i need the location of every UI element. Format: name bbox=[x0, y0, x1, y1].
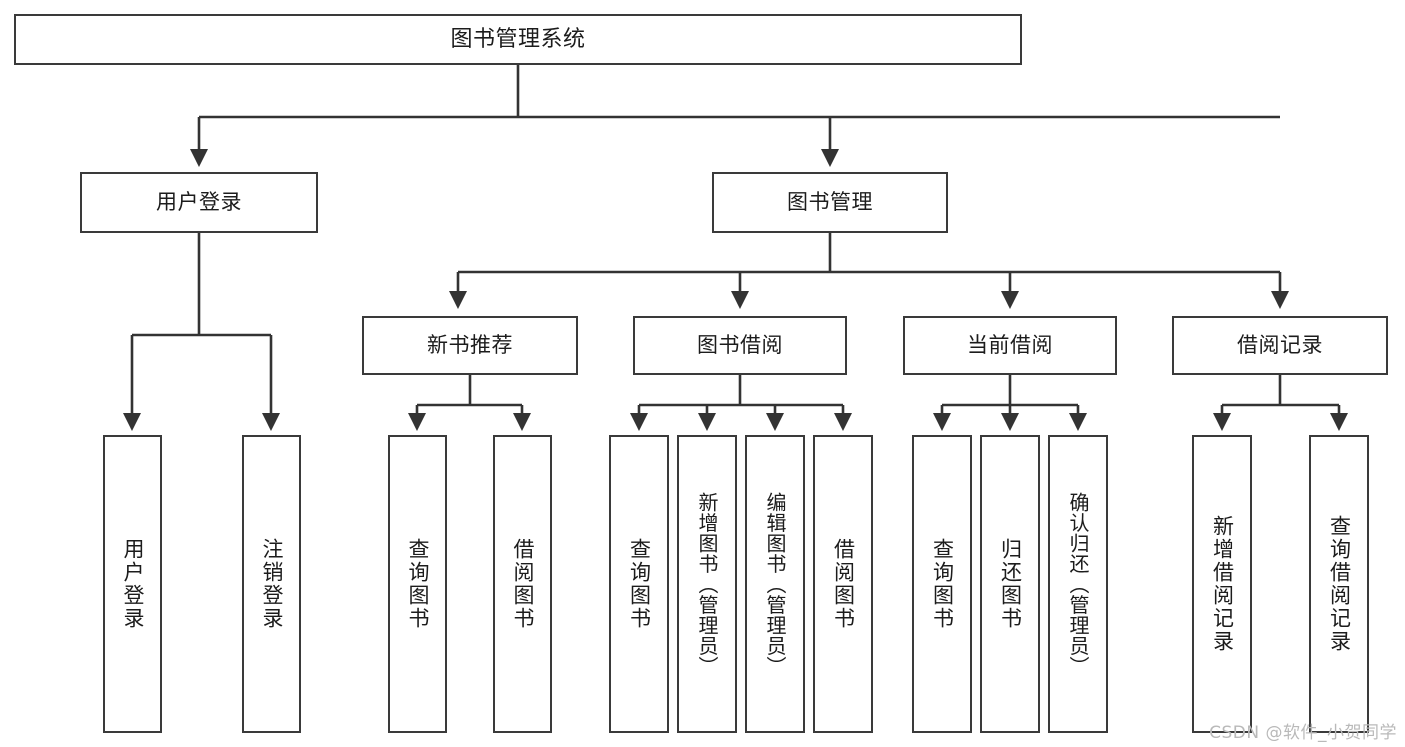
node-label: 用户登录 bbox=[156, 190, 242, 215]
node-label: 确认归还（管理员） bbox=[1066, 491, 1090, 677]
node-label: 新增图书（管理员） bbox=[695, 491, 719, 677]
node-label: 图书管理系统 bbox=[450, 26, 586, 52]
node-label: 借阅记录 bbox=[1237, 333, 1323, 358]
node-label: 新增借阅记录 bbox=[1210, 515, 1235, 653]
leaf-borrow-book[interactable]: 借阅图书 bbox=[813, 435, 873, 733]
node-label: 借阅图书 bbox=[831, 538, 856, 630]
leaf-edit-book-admin[interactable]: 编辑图书（管理员） bbox=[745, 435, 805, 733]
node-label: 注销登录 bbox=[260, 538, 284, 630]
node-user-login[interactable]: 用户登录 bbox=[80, 172, 318, 233]
node-root-system[interactable]: 图书管理系统 bbox=[14, 14, 1022, 65]
node-book-borrow[interactable]: 图书借阅 bbox=[633, 316, 847, 375]
node-label: 图书借阅 bbox=[697, 333, 783, 358]
node-label: 图书管理 bbox=[787, 190, 873, 215]
leaf-logout[interactable]: 注销登录 bbox=[242, 435, 301, 733]
node-label: 查询图书 bbox=[627, 538, 652, 630]
node-label: 新书推荐 bbox=[427, 333, 513, 358]
leaf-query-book-borrow[interactable]: 查询图书 bbox=[609, 435, 669, 733]
node-new-book-recommend[interactable]: 新书推荐 bbox=[362, 316, 578, 375]
node-label: 查询借阅记录 bbox=[1327, 515, 1352, 653]
leaf-borrow-book-new[interactable]: 借阅图书 bbox=[493, 435, 552, 733]
leaf-query-borrow-record[interactable]: 查询借阅记录 bbox=[1309, 435, 1369, 733]
node-current-borrow[interactable]: 当前借阅 bbox=[903, 316, 1117, 375]
leaf-query-book-new[interactable]: 查询图书 bbox=[388, 435, 447, 733]
node-book-management[interactable]: 图书管理 bbox=[712, 172, 948, 233]
node-label: 借阅图书 bbox=[511, 538, 535, 630]
leaf-query-book-current[interactable]: 查询图书 bbox=[912, 435, 972, 733]
leaf-add-book-admin[interactable]: 新增图书（管理员） bbox=[677, 435, 737, 733]
watermark-text: CSDN @软件_小贺同学 bbox=[1209, 723, 1397, 743]
node-borrow-record[interactable]: 借阅记录 bbox=[1172, 316, 1388, 375]
leaf-confirm-return-admin[interactable]: 确认归还（管理员） bbox=[1048, 435, 1108, 733]
node-label: 查询图书 bbox=[406, 538, 430, 630]
leaf-add-borrow-record[interactable]: 新增借阅记录 bbox=[1192, 435, 1252, 733]
node-label: 当前借阅 bbox=[967, 333, 1053, 358]
node-label: 归还图书 bbox=[998, 538, 1023, 630]
node-label: 用户登录 bbox=[121, 538, 145, 630]
leaf-user-login[interactable]: 用户登录 bbox=[103, 435, 162, 733]
node-label: 编辑图书（管理员） bbox=[763, 491, 787, 677]
node-label: 查询图书 bbox=[930, 538, 955, 630]
leaf-return-book[interactable]: 归还图书 bbox=[980, 435, 1040, 733]
